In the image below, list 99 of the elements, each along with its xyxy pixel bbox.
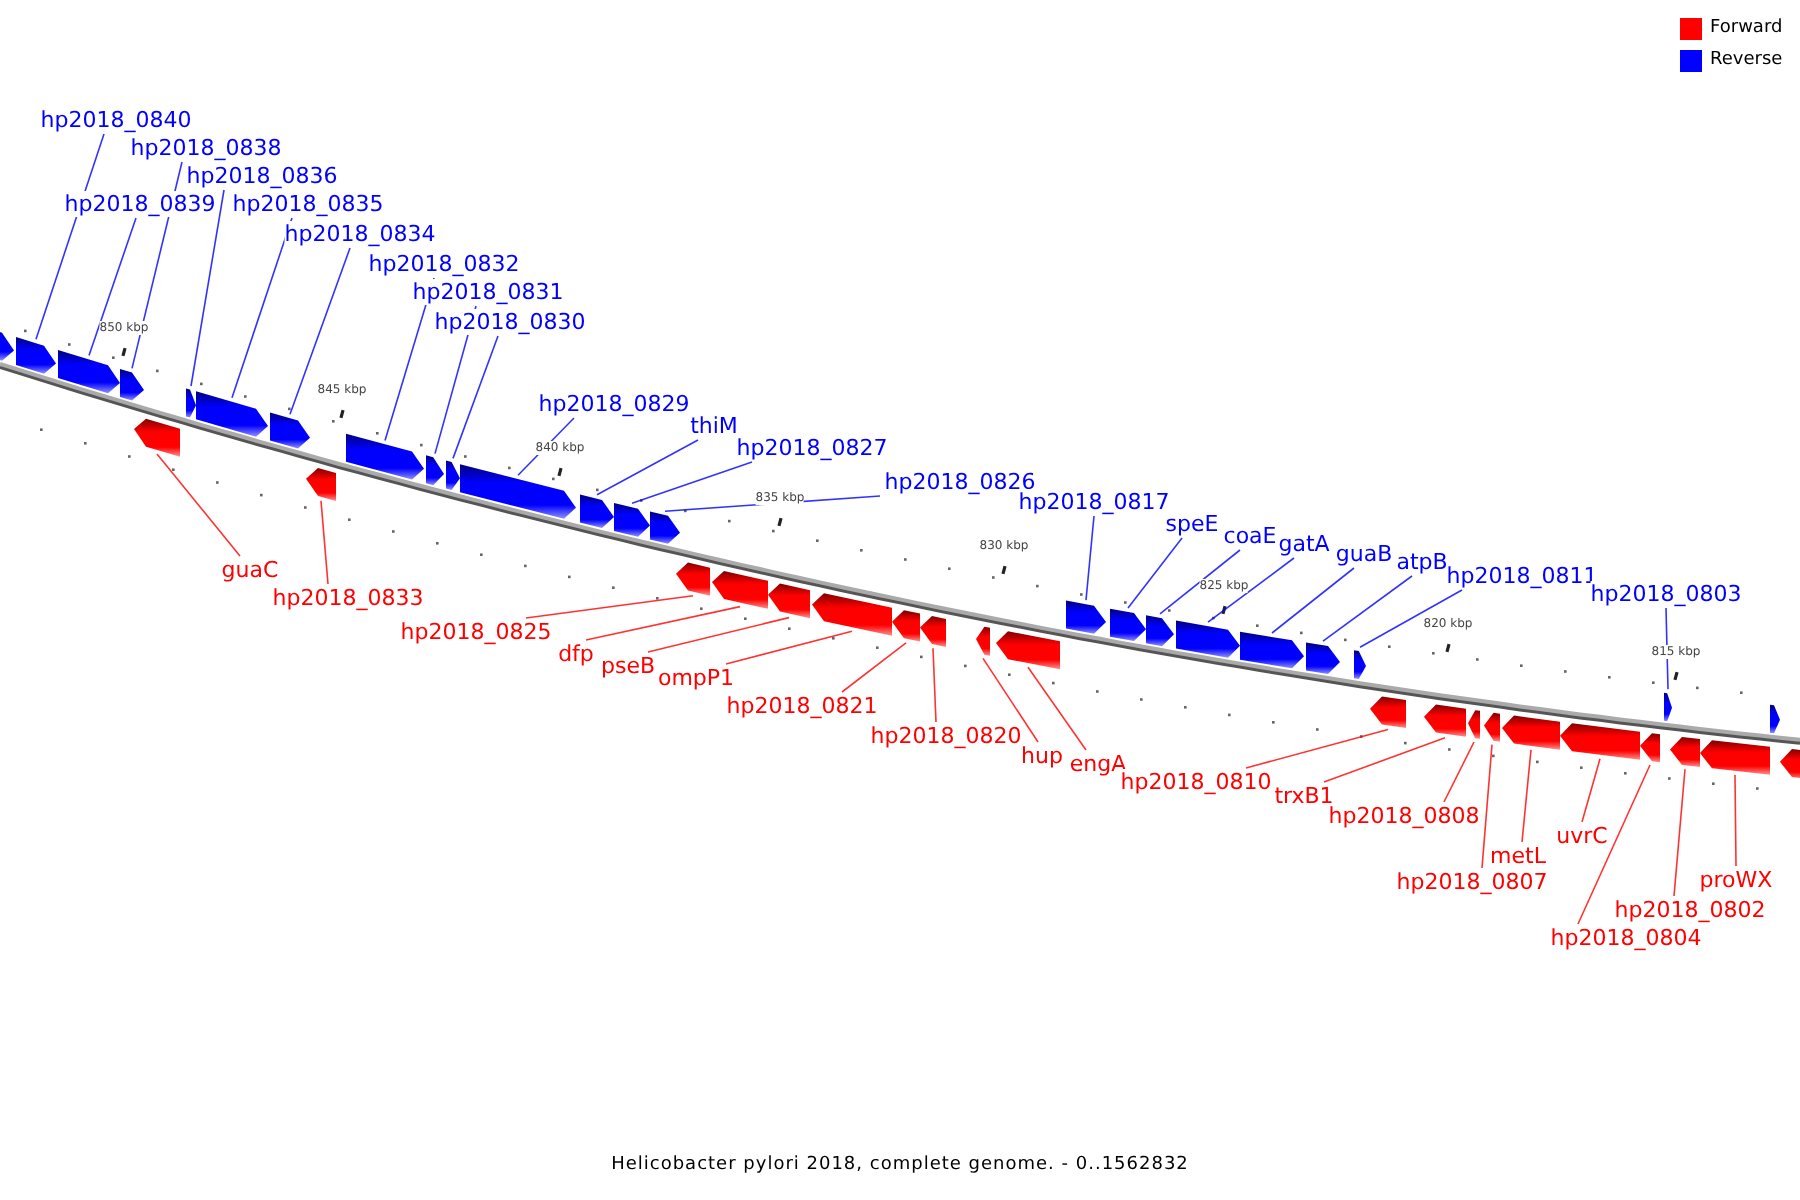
leader-line	[585, 605, 741, 641]
gene-feature	[1370, 696, 1406, 729]
gene-feature	[1066, 600, 1106, 634]
leader-line	[289, 247, 351, 415]
gene-name: atpB	[1396, 549, 1448, 575]
leader-line	[1271, 567, 1355, 634]
leader-line	[1245, 728, 1389, 769]
leader-line	[932, 647, 937, 723]
gene-name: hp2018_0829	[538, 391, 690, 417]
gene-feature	[1110, 608, 1146, 642]
gene-name: hp2018_0810	[1120, 769, 1272, 795]
leader-line	[1481, 743, 1493, 869]
leader-line	[1443, 741, 1475, 803]
gene-name: hp2018_0807	[1396, 869, 1548, 895]
gene-name: coaE	[1223, 523, 1277, 549]
gene-name: uvrC	[1556, 823, 1608, 849]
gene-name: hp2018_0834	[284, 221, 436, 247]
gene-feature	[580, 494, 614, 528]
leader-line	[1577, 764, 1651, 925]
gene-feature	[768, 583, 810, 619]
gene-name: hp2018_0811	[1446, 563, 1598, 589]
gene-name: hp2018_0808	[1328, 803, 1480, 829]
gene-feature	[134, 418, 180, 457]
gene-feature	[614, 502, 650, 537]
leader-line	[1207, 557, 1295, 623]
gene-name: hp2018_0838	[130, 135, 282, 161]
gene-name: speE	[1165, 511, 1219, 537]
gene-name: hp2018_0831	[412, 279, 564, 305]
gene-name: hp2018_0833	[272, 585, 424, 611]
leader-line	[190, 189, 225, 387]
gene-name: hp2018_0802	[1614, 897, 1766, 923]
leader-line	[1159, 549, 1241, 615]
legend-label: Reverse	[1710, 50, 1783, 72]
gene-feature	[270, 412, 310, 449]
gene-name: trxB1	[1274, 783, 1334, 809]
gene-name: hp2018_0835	[232, 191, 384, 217]
gene-name: proWX	[1699, 867, 1773, 893]
leader-line	[231, 217, 293, 399]
leader-line	[982, 657, 1039, 743]
gene-feature	[996, 631, 1060, 670]
leader-line	[1734, 774, 1737, 867]
gene-name: hp2018_0825	[400, 619, 552, 645]
leader-line	[631, 461, 753, 504]
gene-name: hp2018_0840	[40, 107, 192, 133]
gene-feature	[1306, 642, 1340, 675]
leader-line	[1581, 758, 1601, 823]
gene-feature	[1770, 704, 1780, 734]
gene-name: dfp	[558, 641, 594, 667]
gene-name: pseB	[600, 653, 656, 679]
leader-line	[156, 453, 241, 557]
leader-line	[452, 335, 499, 460]
gene-name: hp2018_0827	[736, 435, 888, 461]
gene-feature	[920, 616, 946, 647]
gene-name: hp2018_0804	[1550, 925, 1702, 951]
gene-name: ompP1	[657, 665, 735, 691]
leader-line	[841, 642, 907, 693]
gene-feature	[1780, 749, 1800, 780]
gene-name: hp2018_0826	[884, 469, 1036, 495]
leader-line	[1665, 607, 1669, 690]
gene-name: engA	[1069, 751, 1127, 777]
caption: Helicobacter pylori 2018, complete genome. - 0..1562832	[611, 1155, 1189, 1177]
gene-feature	[120, 368, 144, 401]
leader-line	[596, 439, 699, 496]
gene-feature	[712, 570, 768, 609]
gene-feature	[650, 511, 680, 544]
gene-name: hp2018_0821	[726, 693, 878, 719]
leader-line	[1322, 575, 1413, 642]
leader-line	[1027, 666, 1087, 751]
leader-line	[88, 217, 137, 357]
leader-line	[647, 616, 790, 653]
gene-name: hp2018_0820	[870, 723, 1022, 749]
gene-name: hp2018_0830	[434, 309, 586, 335]
gene-name: gatA	[1278, 531, 1330, 557]
leader-line	[1127, 537, 1183, 609]
gene-name: thiM	[690, 413, 738, 439]
gene-feature	[976, 626, 990, 656]
gene-feature	[1354, 650, 1366, 679]
leader-line	[1673, 768, 1686, 897]
leader-line	[725, 630, 853, 665]
gene-feature	[306, 468, 336, 501]
leader-line	[525, 595, 694, 619]
gene-name: metL	[1490, 843, 1546, 869]
legend-label: Forward	[1710, 18, 1783, 40]
leader-line	[1521, 749, 1532, 843]
gene-feature	[460, 464, 576, 519]
gene-feature	[1664, 692, 1672, 722]
leader-line	[1085, 515, 1095, 601]
gene-name: guaB	[1335, 541, 1393, 567]
gene-name: hp2018_0817	[1018, 489, 1170, 515]
gene-name: guaC	[221, 557, 279, 583]
leader-line	[1359, 589, 1463, 648]
gene-feature	[676, 562, 710, 596]
gene-name: hp2018_0836	[186, 163, 338, 189]
gene-name: hup	[1021, 743, 1063, 769]
leader-line	[320, 500, 329, 585]
gene-name: hp2018_0803	[1590, 581, 1742, 607]
gene-name: hp2018_0839	[64, 191, 216, 217]
gene-name: hp2018_0832	[368, 251, 520, 277]
leader-line	[1323, 737, 1446, 783]
